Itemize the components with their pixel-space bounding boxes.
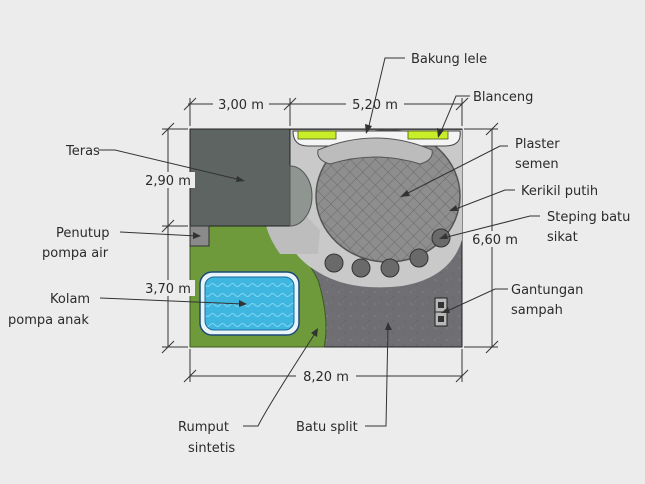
label-blanceng: Blanceng: [473, 90, 533, 105]
label-kolam-line1: Kolam: [50, 292, 90, 307]
stepping-stone: [351, 258, 371, 278]
kolam-water: [204, 276, 295, 331]
label-gantungan-line1: Gantungan: [511, 283, 583, 298]
dim-bottom: 8,20 m: [303, 370, 349, 385]
dim-left-top: 2,90 m: [145, 174, 191, 189]
dim-right: 6,60 m: [472, 233, 518, 248]
label-penutup-line1: Penutup: [56, 226, 109, 241]
label-bakung-lele: Bakung lele: [411, 52, 487, 67]
label-kerikil-putih: Kerikil putih: [521, 184, 598, 199]
blanceng-bench: [317, 137, 433, 165]
stepping-stone: [409, 248, 429, 268]
label-rumput-line1: Rumput: [178, 420, 229, 435]
dim-top-left: 3,00 m: [218, 98, 264, 113]
stepping-stone: [380, 258, 400, 278]
label-steping-line2: sikat: [547, 230, 578, 245]
stepping-stone: [324, 253, 344, 273]
bakung-lele-plant-left: [297, 130, 337, 140]
label-penutup-line2: pompa air: [42, 246, 109, 261]
label-steping-line1: Steping batu: [547, 210, 630, 225]
dim-top-right: 5,20 m: [352, 98, 398, 113]
teras-area: [189, 128, 291, 227]
label-teras: Teras: [65, 144, 100, 159]
label-plaster-line2: semen: [515, 157, 559, 172]
label-rumput-line2: sintetis: [188, 441, 235, 456]
dim-left-bottom: 3,70 m: [145, 282, 191, 297]
label-gantungan-line2: sampah: [511, 303, 563, 318]
bakung-lele-plant-right: [407, 130, 449, 140]
label-batu-split: Batu split: [296, 420, 358, 435]
label-kolam-line2: pompa anak: [8, 313, 89, 328]
label-plaster-line1: Plaster: [515, 137, 560, 152]
teras-step: [289, 165, 313, 227]
